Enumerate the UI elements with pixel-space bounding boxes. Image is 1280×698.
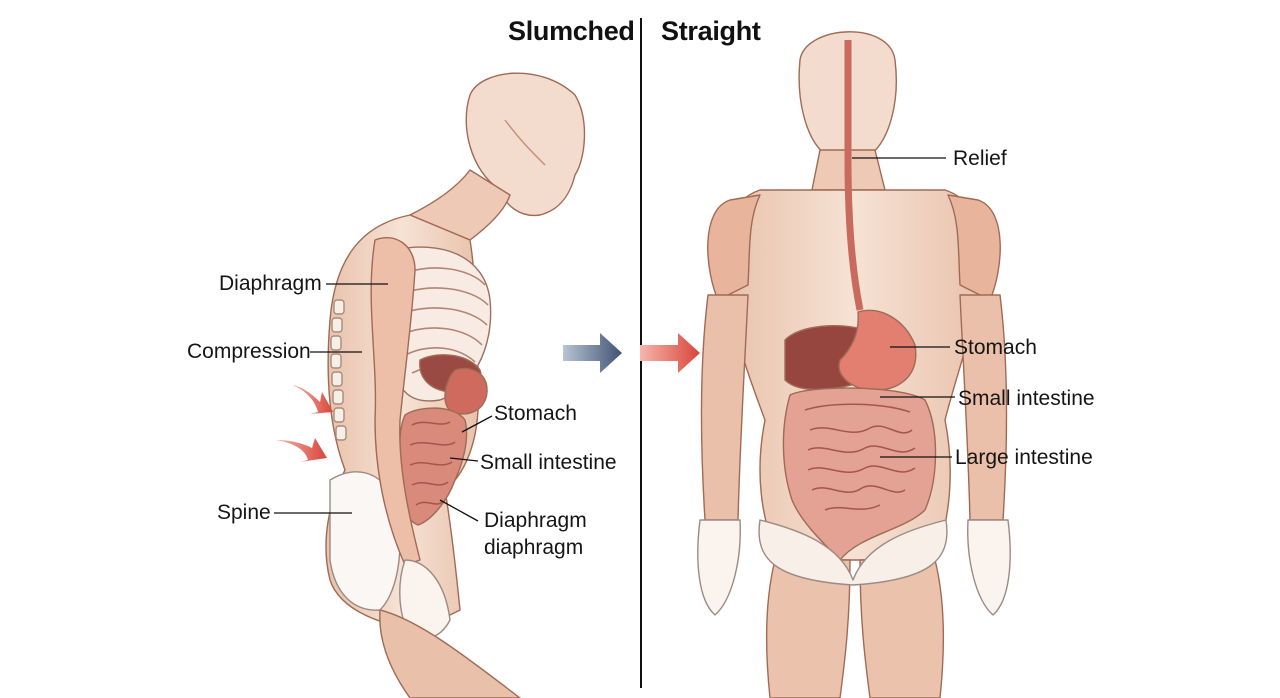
right-leader-lines — [852, 157, 955, 458]
label-large-intestine: Large intestine — [955, 446, 1093, 469]
label-stomach-right: Stomach — [954, 336, 1037, 359]
slumped-title: Slumched — [508, 16, 635, 46]
transition-arrows — [563, 333, 700, 373]
label-diaphragm-bottom: Diaphragm diaphragm — [484, 507, 587, 561]
label-diaphragm: Diaphragm — [219, 272, 322, 295]
label-compression: Compression — [187, 340, 311, 363]
blue-arrow-icon — [563, 333, 622, 373]
left-leader-lines — [274, 283, 493, 522]
label-diaphragm-bottom-line2: diaphragm — [484, 536, 584, 559]
label-relief: Relief — [953, 147, 1007, 170]
label-diaphragm-bottom-line1: Diaphragm — [484, 509, 587, 532]
label-spine: Spine — [217, 501, 271, 524]
straight-figure — [697, 31, 1011, 698]
red-arrow-icon — [640, 333, 700, 373]
slumped-figure — [325, 72, 586, 698]
label-small-intestine-left: Small intestine — [480, 451, 617, 474]
straight-title: Straight — [661, 16, 761, 46]
label-stomach-left: Stomach — [494, 402, 577, 425]
label-small-intestine-right: Small intestine — [958, 387, 1095, 410]
compression-arrows — [275, 385, 333, 462]
